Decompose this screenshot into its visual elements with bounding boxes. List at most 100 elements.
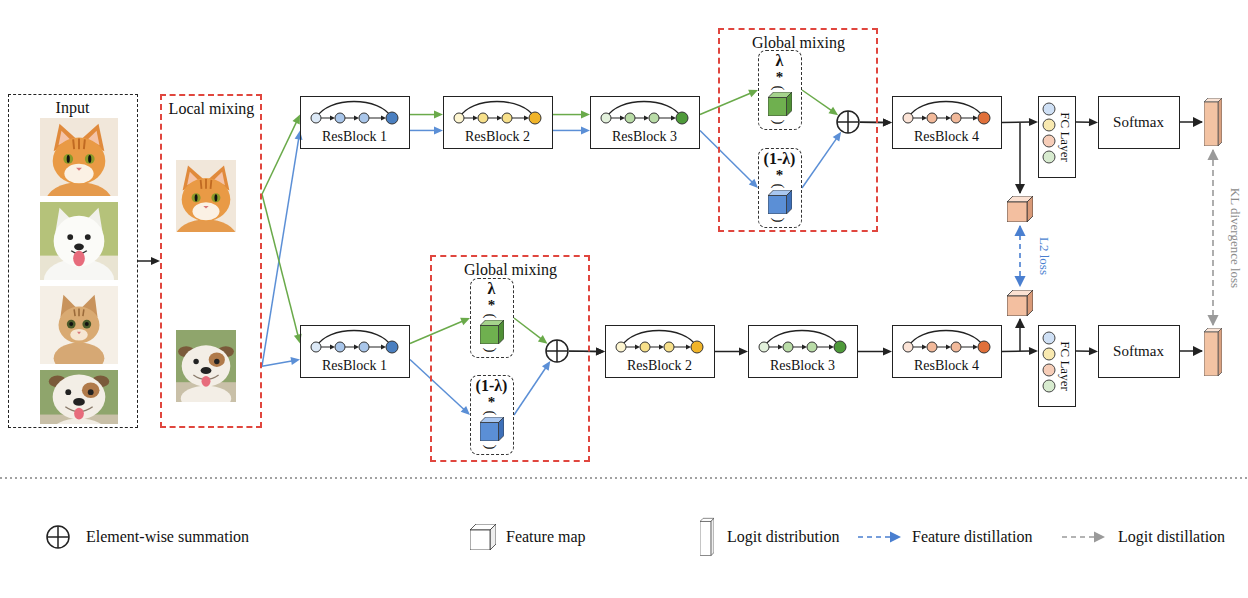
- arrow-line: [700, 93, 752, 115]
- arrow-head: [581, 111, 590, 119]
- flow-arrow: [410, 359, 470, 415]
- bracket-holder: ): [769, 210, 789, 230]
- legend-text-holder: Logit distillation: [1118, 527, 1225, 547]
- legend-text: Logit distribution: [727, 527, 839, 547]
- arrow-head: [833, 132, 841, 142]
- block-label: ResBlock 4: [893, 128, 1000, 145]
- arrow-line: [1076, 121, 1091, 123]
- resblock-box: ResBlock 2: [605, 325, 715, 378]
- legend-text-holder: Feature distillation: [912, 527, 1032, 547]
- arrow-head: [1089, 118, 1098, 126]
- arrow-line: [858, 351, 885, 353]
- operator-symbol-holder: *: [759, 167, 800, 183]
- bracket: ): [769, 210, 789, 230]
- flow-arrow: [410, 126, 443, 134]
- operator-symbol-holder: *: [471, 297, 512, 313]
- arrow-line: [569, 350, 598, 352]
- arrow-line: [802, 90, 832, 111]
- panel-heading-holder: Local mixing: [162, 99, 261, 118]
- arrow-head: [434, 111, 443, 119]
- resblock-box: ResBlock 3: [590, 96, 700, 149]
- block-label-holder: ResBlock 2: [606, 357, 713, 374]
- arrow-line: [860, 121, 885, 123]
- arrow-head: [1029, 347, 1038, 355]
- arrow-head: [749, 179, 758, 188]
- arrow-head: [883, 118, 892, 126]
- weight-symbol: (1-λ): [759, 150, 800, 168]
- arrow-head: [596, 347, 605, 355]
- arrow-head: [434, 126, 443, 134]
- fc-layer-box: FC Layer: [1038, 96, 1076, 178]
- layer-label-holder: FC Layer: [1057, 102, 1073, 172]
- arrow-head: [460, 318, 470, 325]
- flow-arrow: [1076, 118, 1098, 126]
- block-label: ResBlock 2: [606, 357, 713, 374]
- block-label-holder: ResBlock 1: [301, 128, 408, 145]
- flow-arrow: [514, 318, 605, 355]
- resblock-box: ResBlock 1: [300, 325, 410, 378]
- arrow-head: [828, 107, 838, 115]
- mixed-photos: [170, 160, 242, 411]
- arrow-line: [410, 114, 436, 116]
- arrow-head: [461, 406, 470, 415]
- layer-label: FC Layer: [1057, 331, 1073, 401]
- legend-text: Element-wise summation: [86, 527, 249, 547]
- layer-label-holder: Softmax: [1099, 342, 1178, 360]
- legend-text: Feature distillation: [912, 527, 1032, 547]
- operator-symbol-holder: *: [759, 69, 800, 85]
- flow-arrow: [802, 90, 892, 126]
- arrow-head: [290, 357, 300, 365]
- resblock-box: ResBlock 4: [892, 96, 1002, 149]
- operator-symbol: *: [759, 167, 800, 183]
- weight-symbol-holder: λ: [471, 280, 512, 298]
- arrow-line: [860, 121, 885, 123]
- arrow-head: [538, 335, 548, 344]
- resblock-icons: [311, 102, 990, 354]
- local-mixing-panel: Local mixing: [160, 94, 262, 428]
- operator-symbol: *: [471, 394, 512, 410]
- weight-box: (1-λ)*(): [470, 375, 514, 455]
- block-label: ResBlock 4: [893, 357, 1000, 374]
- arrow-line: [262, 137, 299, 366]
- bracket-holder: ): [481, 437, 501, 457]
- operator-symbol: *: [471, 297, 512, 313]
- resblock-box: ResBlock 2: [443, 96, 553, 149]
- resblock-box: ResBlock 1: [300, 96, 410, 149]
- arrow-line: [553, 114, 583, 116]
- flow-arrow: [262, 194, 302, 343]
- arrow-line: [514, 318, 542, 339]
- panel-heading-holder: Input: [9, 98, 136, 117]
- arrow-line: [262, 194, 298, 337]
- flow-arrow: [410, 318, 470, 344]
- arrow-head: [542, 361, 550, 371]
- global-mixing-panel: Global mixingλ*()(1-λ)*(): [430, 255, 590, 462]
- weight-symbol: (1-λ): [471, 377, 512, 395]
- arrow-head: [295, 130, 303, 140]
- arrow-line: [138, 260, 153, 262]
- block-label: ResBlock 2: [444, 128, 551, 145]
- loss-label-holder: L2 loss: [1036, 186, 1052, 326]
- operator-symbol: *: [759, 69, 800, 85]
- block-label: ResBlock 1: [301, 128, 408, 145]
- bracket: ): [481, 437, 501, 457]
- arrow-line: [802, 138, 837, 188]
- arrow-head: [596, 347, 605, 355]
- block-label-holder: ResBlock 4: [893, 357, 1000, 374]
- weight-symbol: λ: [471, 280, 512, 298]
- arrow-line: [569, 350, 598, 352]
- flow-arrow: [1002, 347, 1038, 355]
- layer-label: FC Layer: [1057, 102, 1073, 172]
- weight-symbol-holder: λ: [759, 52, 800, 70]
- weight-symbol-holder: (1-λ): [759, 150, 800, 168]
- arrow-head: [1089, 347, 1098, 355]
- panel-heading: Input: [9, 98, 136, 117]
- panel-heading: Global mixing: [720, 33, 877, 52]
- flow-arrow: [700, 130, 758, 188]
- flow-arrow: [715, 348, 748, 356]
- arrow-head: [739, 348, 748, 356]
- flow-arrow: [858, 348, 892, 356]
- block-label: ResBlock 1: [301, 357, 408, 374]
- arrow-line: [514, 367, 546, 415]
- arrow-head: [581, 126, 590, 134]
